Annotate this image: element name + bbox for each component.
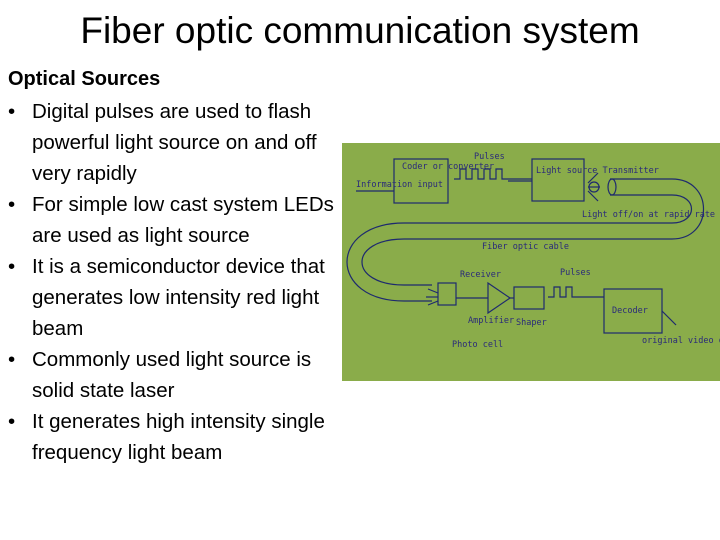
light-onoff-label: Light off/on at rapid rate [582, 210, 715, 220]
light-rays-top [587, 172, 600, 202]
bullet-text: Digital pulses are used to flash powerfu… [32, 100, 317, 185]
bullet-list: • Digital pulses are used to flash powerf… [8, 96, 348, 468]
pulses-bottom-wave [548, 286, 580, 298]
content-area: Optical Sources • Digital pulses are used… [8, 66, 348, 468]
fiber-optic-cable-path [361, 178, 705, 286]
bullet-item: • Commonly used light source is solid sta… [8, 344, 348, 406]
decoder-label: Decoder [612, 306, 648, 316]
subheading: Optical Sources [8, 68, 161, 90]
bullet-text: For simple low cast system LEDs are used… [32, 193, 334, 247]
slide-title: Fiber optic communication system [80, 10, 640, 51]
bullet-item: • It generates high intensity single freq… [8, 406, 348, 468]
fiber-cable-label: Fiber optic cable [482, 242, 569, 252]
receiver-label: Receiver [460, 270, 501, 280]
fiber-optic-cable-path-inner [346, 194, 692, 302]
bullet-item: • It is a semiconductor device that gener… [8, 251, 348, 344]
light-source-box [531, 158, 585, 202]
output-label: original video or voice [642, 336, 720, 346]
bullet-dot: • [8, 348, 16, 371]
pulses-top-label: Pulses [474, 152, 505, 162]
bullet-item: • Digital pulses are used to flash powerf… [8, 96, 348, 189]
bullet-dot: • [8, 193, 16, 216]
fiber-end-cap [607, 178, 617, 196]
diagram-background [342, 143, 720, 381]
light-rays-bottom [426, 288, 439, 306]
photo-cell [437, 282, 457, 306]
amplifier-label: Amplifier [468, 316, 514, 326]
bullet-dot: • [8, 100, 16, 123]
bullet-text: Commonly used light source is solid stat… [32, 348, 312, 402]
pulses-top-wave [454, 168, 532, 180]
bullet-text: It is a semiconductor device that genera… [32, 255, 325, 340]
bullet-dot: • [8, 410, 16, 433]
bullet-text: It generates high intensity single frequ… [32, 410, 325, 464]
shaper-label: Shaper [516, 318, 547, 328]
coder-label: Coder or converter [402, 162, 494, 172]
output-arrow [661, 310, 677, 326]
fiber-optic-diagram: Coder or converter Information input Pul… [342, 143, 720, 381]
pulses-bottom-label: Pulses [560, 268, 591, 278]
bullet-item: • For simple low cast system LEDs are use… [8, 189, 348, 251]
light-source-label: Light source Transmitter [536, 166, 659, 176]
photo-cell-label: Photo cell [452, 340, 503, 350]
coder-box [393, 158, 449, 204]
bullet-dot: • [8, 255, 16, 278]
input-label: Information input [356, 180, 443, 190]
diagram-svg: Coder or converter Information input Pul… [342, 143, 720, 381]
